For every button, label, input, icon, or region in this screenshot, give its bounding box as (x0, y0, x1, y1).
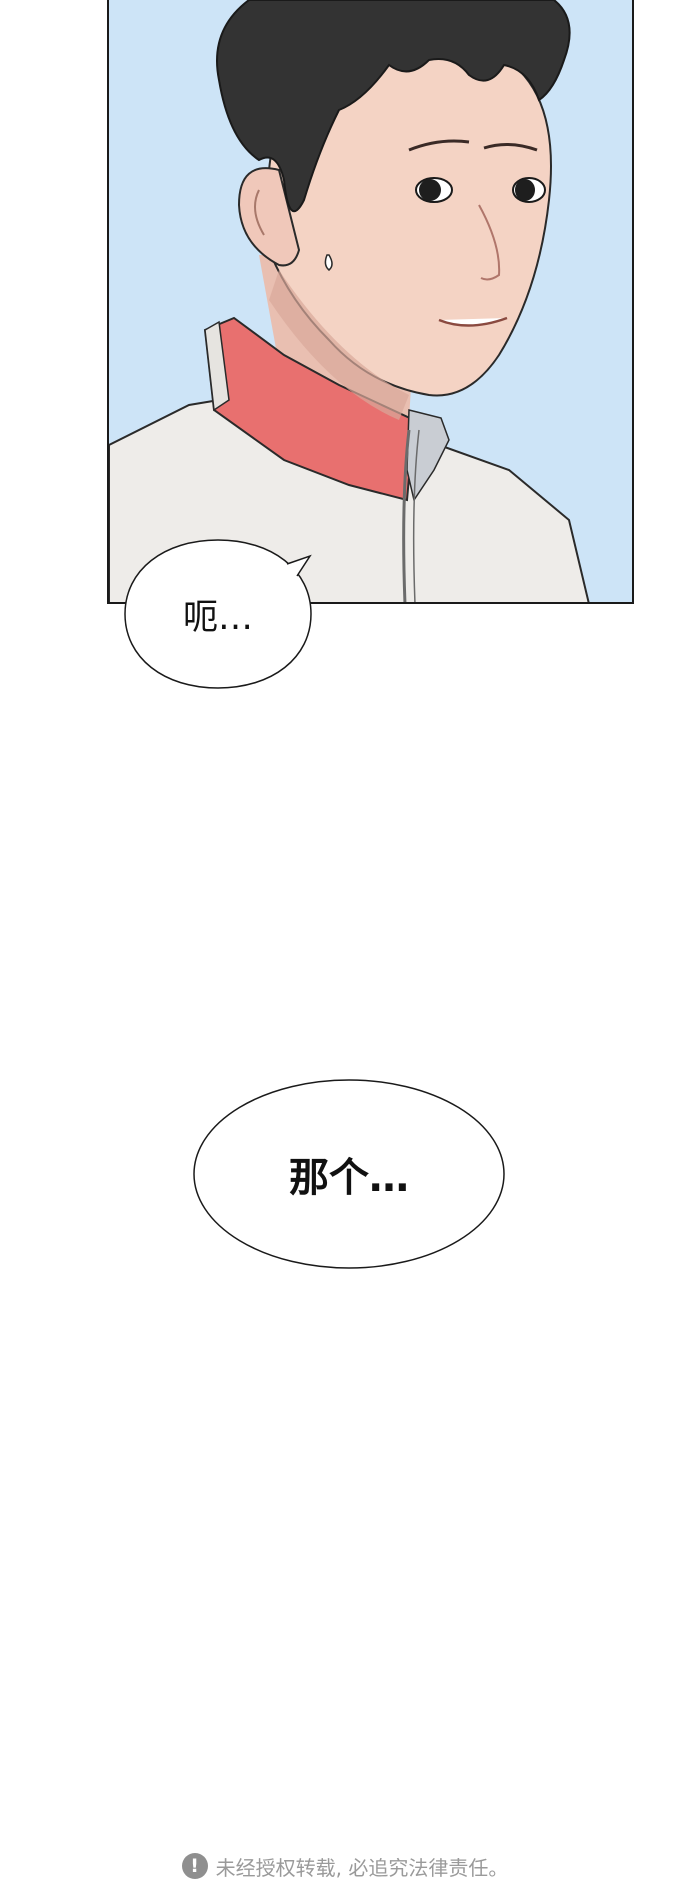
comic-panel (107, 0, 634, 604)
speech-bubble-first: 呃… (122, 538, 314, 690)
bubble-text-second: 那个… (289, 1155, 409, 1201)
bubble-text-first: 呃… (182, 597, 253, 638)
speech-bubble-shape (124, 539, 312, 689)
copyright-text: 未经授权转载, 必追究法律责任。 (215, 1855, 509, 1880)
exclamation-icon: ! (181, 1853, 208, 1879)
speech-bubble-shape (193, 1079, 505, 1269)
character-illustration (109, 0, 632, 602)
speech-bubble-second: 那个… (192, 1078, 506, 1270)
copyright-notice: ! 未经授权转载, 必追究法律责任。 (0, 1851, 690, 1881)
